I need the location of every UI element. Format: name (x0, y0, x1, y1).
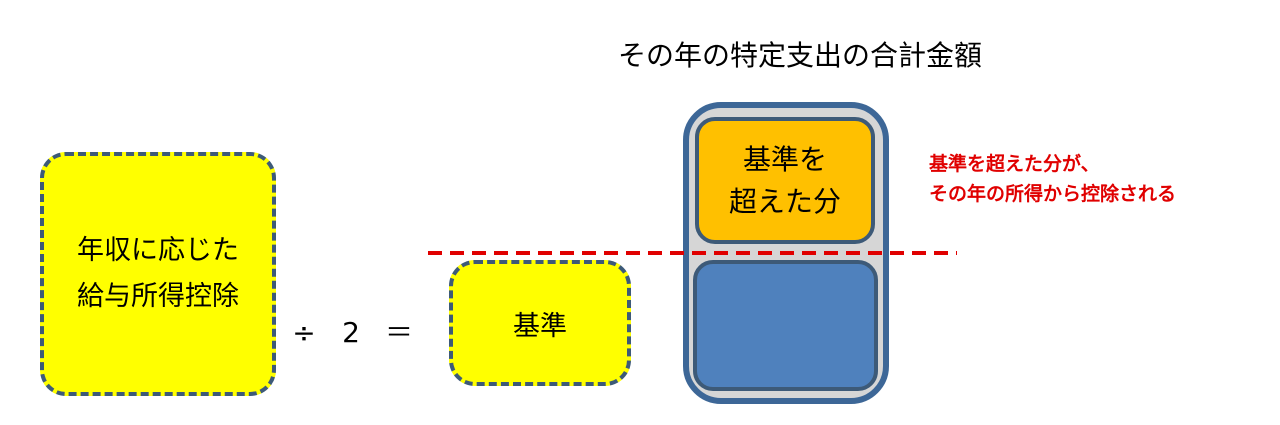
deduction-note: 基準を超えた分が、 その年の所得から控除される (929, 149, 1269, 209)
excess-portion-line2: 超えた分 (728, 184, 841, 218)
salary-deduction-box: 年収に応じた 給与所得控除 (40, 152, 276, 396)
equals-sign: ＝ (384, 316, 413, 349)
deduction-note-line1: 基準を超えた分が、 (929, 153, 1100, 175)
deduction-note-line2: その年の所得から控除される (929, 183, 1177, 205)
diagram-title: その年の特定支出の合計金額 (617, 39, 982, 72)
divide-sign: ÷ (292, 316, 316, 349)
divisor-two: 2 (342, 316, 360, 349)
kijun-box: 基準 (449, 260, 631, 386)
base-portion-block (693, 260, 878, 391)
excess-portion-block: 基準を 超えた分 (695, 117, 875, 244)
salary-deduction-line2: 給与所得控除 (77, 281, 239, 312)
kijun-label: 基準 (513, 310, 567, 342)
excess-portion-line1: 基準を (742, 142, 827, 176)
salary-deduction-line1: 年収に応じた (77, 235, 239, 266)
